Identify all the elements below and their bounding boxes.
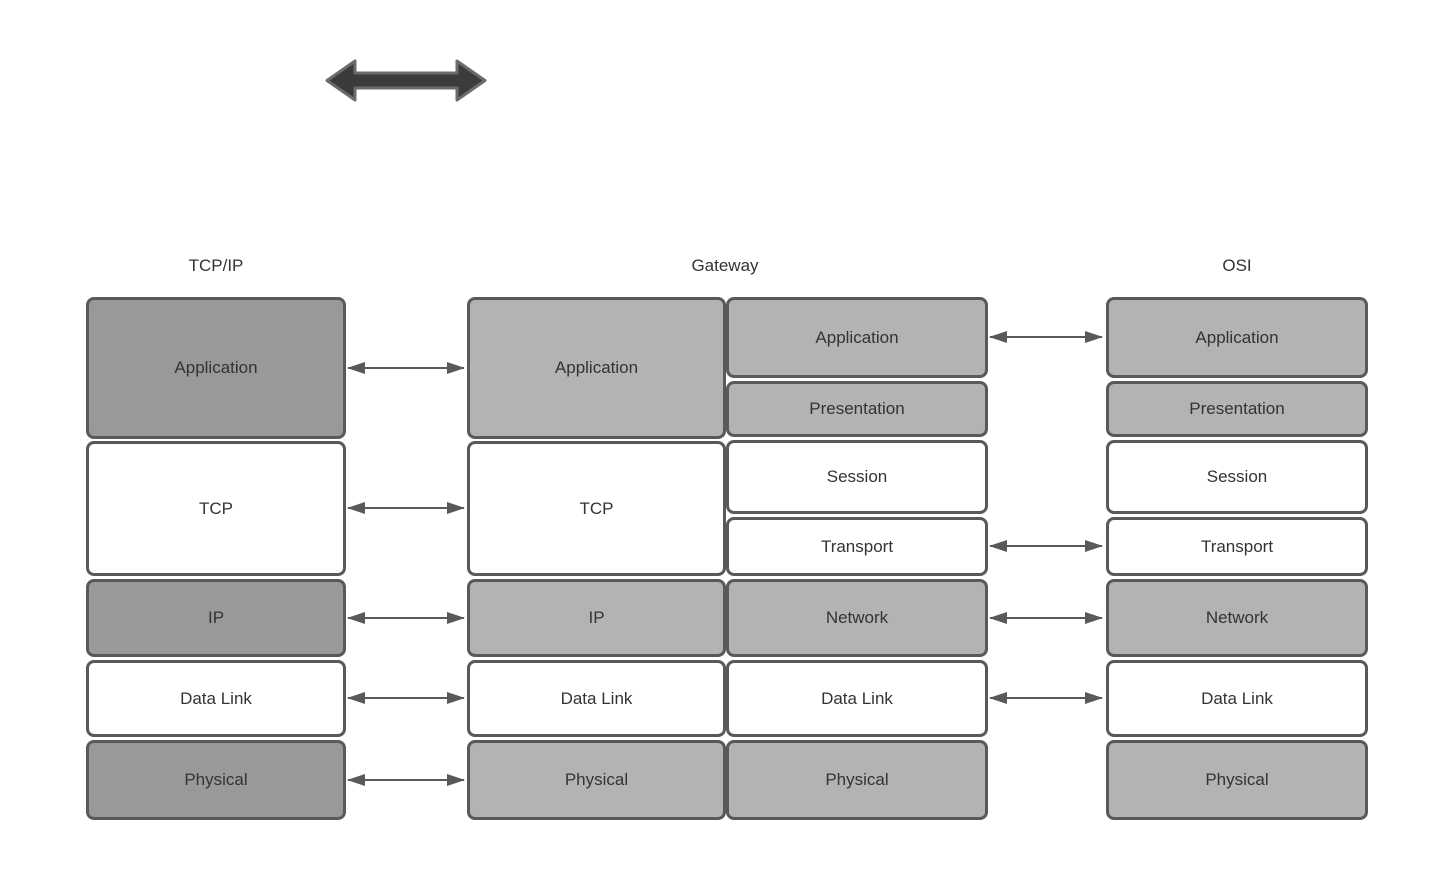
arrow-gateway-osi-application	[990, 336, 1102, 338]
arrow-gateway-osi-network	[990, 617, 1102, 619]
column-header-gateway: Gateway	[691, 256, 759, 275]
gateway-left-layer-physical: Physical	[467, 740, 726, 820]
osi-layer-transport: Transport	[1106, 517, 1368, 576]
gateway-right-layer-session: Session	[726, 440, 988, 514]
osi-layer-session: Session	[1106, 440, 1368, 514]
arrow-gateway-osi-transport	[990, 545, 1102, 547]
gateway-right-layer-physical: Physical	[726, 740, 988, 820]
tcpip-layer-physical: Physical	[86, 740, 346, 820]
gateway-right-layer-application: Application	[726, 297, 988, 378]
gateway-left-layer-tcp: TCP	[467, 441, 726, 576]
osi-layer-data-link: Data Link	[1106, 660, 1368, 737]
tcpip-layer-tcp: TCP	[86, 441, 346, 576]
column-header-tcpip: TCP/IP	[188, 256, 244, 275]
arrow-tcpip-gateway-data-link	[348, 697, 464, 699]
gateway-right-layer-data-link: Data Link	[726, 660, 988, 737]
arrow-tcpip-gateway-tcp	[348, 507, 464, 509]
arrow-tcpip-gateway-ip	[348, 617, 464, 619]
osi-layer-application: Application	[1106, 297, 1368, 378]
gateway-left-layer-data-link: Data Link	[467, 660, 726, 737]
arrow-tcpip-gateway-physical	[348, 779, 464, 781]
gateway-right-layer-network: Network	[726, 579, 988, 657]
gateway-right-layer-transport: Transport	[726, 517, 988, 576]
double-arrow-icon	[325, 59, 487, 102]
tcpip-layer-application: Application	[86, 297, 346, 439]
gateway-left-layer-ip: IP	[467, 579, 726, 657]
column-header-osi: OSI	[1222, 256, 1252, 275]
osi-layer-presentation: Presentation	[1106, 381, 1368, 437]
osi-layer-physical: Physical	[1106, 740, 1368, 820]
tcpip-layer-ip: IP	[86, 579, 346, 657]
tcpip-layer-data-link: Data Link	[86, 660, 346, 737]
gateway-right-layer-presentation: Presentation	[726, 381, 988, 437]
gateway-left-layer-application: Application	[467, 297, 726, 439]
arrow-tcpip-gateway-application	[348, 367, 464, 369]
arrow-gateway-osi-data-link	[990, 697, 1102, 699]
osi-layer-network: Network	[1106, 579, 1368, 657]
